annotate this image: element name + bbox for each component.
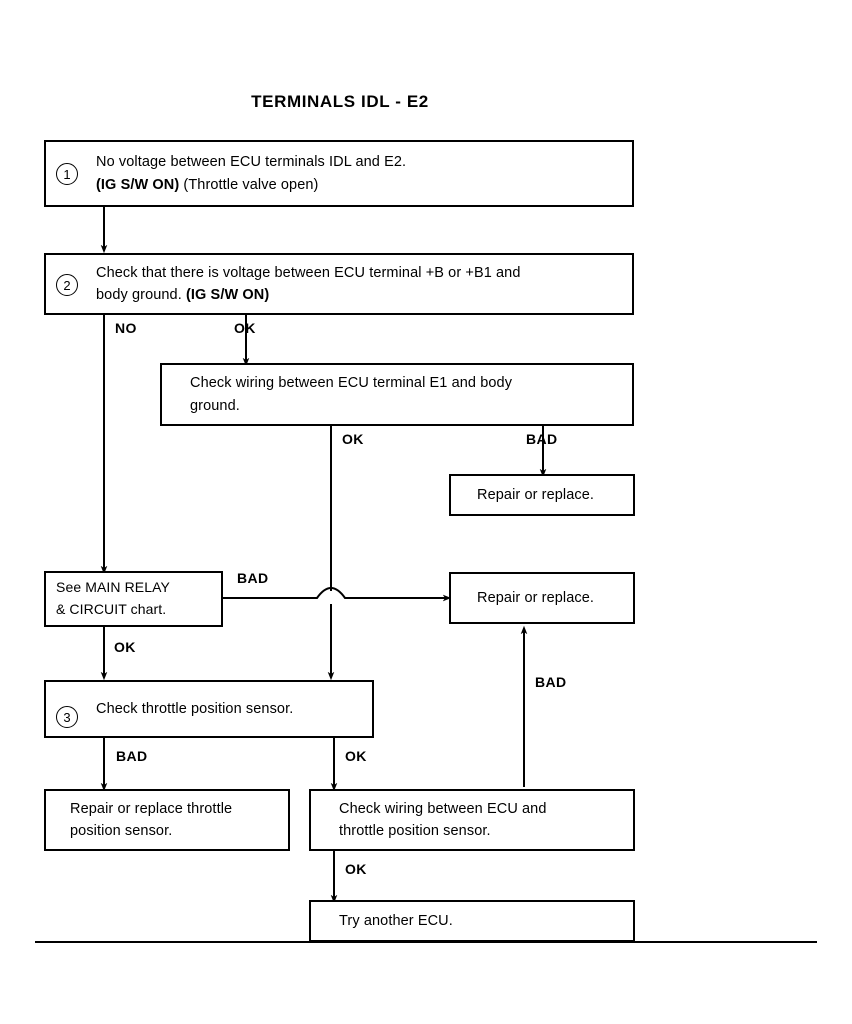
node-see-main-relay-chart[interactable]: See MAIN RELAY & CIRCUIT chart.	[44, 571, 223, 627]
node-try-another-ecu[interactable]: Try another ECU.	[309, 900, 635, 942]
step-number-2: 2	[56, 274, 78, 296]
node-repair-tps[interactable]: Repair or replace throttle position sens…	[44, 789, 290, 851]
node-step2-line1: Check that there is voltage between ECU …	[96, 264, 521, 281]
node-step2-line2-bold: (IG S/W ON)	[185, 287, 270, 303]
edge-label-ok-wiring: OK	[345, 861, 367, 877]
node-repair-tps-line1: Repair or replace throttle	[70, 800, 233, 817]
page-title: TERMINALS IDL - E2	[251, 92, 429, 111]
edge-label-ok-e1: OK	[342, 431, 364, 447]
step-number-1: 1	[56, 163, 78, 185]
edge-label-ok-step2: OK	[234, 320, 256, 336]
edge-main-relay-bad-to-repair	[223, 587, 452, 602]
node-check-wiring-ecu-tps-line1: Check wiring between ECU and	[339, 800, 547, 817]
node-check-wiring-ecu-tps-line2: throttle position sensor.	[339, 823, 491, 839]
node-see-main-relay-chart-line1: See MAIN RELAY	[56, 579, 170, 596]
node-repair-or-replace-middle[interactable]: Repair or replace.	[449, 572, 635, 624]
node-repair-or-replace-upper[interactable]: Repair or replace.	[449, 474, 635, 516]
node-step1-line2-bold: (IG S/W ON)	[96, 176, 180, 193]
node-repair-tps-line2: position sensor.	[70, 823, 173, 839]
node-step2-line2: body ground.	[96, 287, 186, 303]
node-step1-line2-rest: (Throttle valve open)	[179, 176, 319, 193]
footer-divider	[35, 941, 817, 943]
node-repair-or-replace-middle-text: Repair or replace.	[477, 589, 595, 606]
node-step1-line1: No voltage between ECU terminals IDL and…	[96, 154, 407, 171]
node-step2-text: Check that there is voltage between ECU …	[88, 262, 529, 307]
edge-label-ok-step3: OK	[345, 748, 367, 764]
edge-label-ok-main-relay: OK	[114, 639, 136, 655]
edge-label-bad-step3: BAD	[116, 748, 148, 764]
node-check-wiring-ecu-tps[interactable]: Check wiring between ECU and throttle po…	[309, 789, 635, 851]
node-step1-text: No voltage between ECU terminals IDL and…	[88, 151, 414, 196]
node-repair-or-replace-upper-text: Repair or replace.	[477, 486, 595, 503]
edge-label-bad-main-relay: BAD	[237, 570, 269, 586]
node-see-main-relay-chart-line2: & CIRCUIT chart.	[56, 601, 167, 617]
node-check-e1-wiring-text: Check wiring between ECU terminal E1 and…	[182, 372, 520, 417]
node-check-e1-wiring-line2: ground.	[190, 397, 240, 414]
node-repair-tps-text: Repair or replace throttle position sens…	[62, 798, 240, 843]
node-step3-text: Check throttle position sensor.	[96, 700, 294, 717]
node-check-e1-wiring-line1: Check wiring between ECU terminal E1 and…	[190, 375, 513, 392]
node-step3[interactable]: 3 Check throttle position sensor.	[44, 680, 374, 738]
edge-label-bad-wiring: BAD	[535, 674, 567, 690]
node-check-wiring-ecu-tps-text: Check wiring between ECU and throttle po…	[331, 798, 555, 843]
node-try-another-ecu-text: Try another ECU.	[339, 912, 453, 929]
node-check-e1-wiring[interactable]: Check wiring between ECU terminal E1 and…	[160, 363, 634, 426]
node-step2[interactable]: 2 Check that there is voltage between EC…	[44, 253, 634, 315]
step-number-3: 3	[56, 706, 78, 728]
node-step1[interactable]: 1 No voltage between ECU terminals IDL a…	[44, 140, 634, 207]
node-see-main-relay-chart-text: See MAIN RELAY & CIRCUIT chart.	[48, 577, 178, 620]
edge-label-no-step2: NO	[115, 320, 137, 336]
edge-label-bad-e1: BAD	[526, 431, 558, 447]
